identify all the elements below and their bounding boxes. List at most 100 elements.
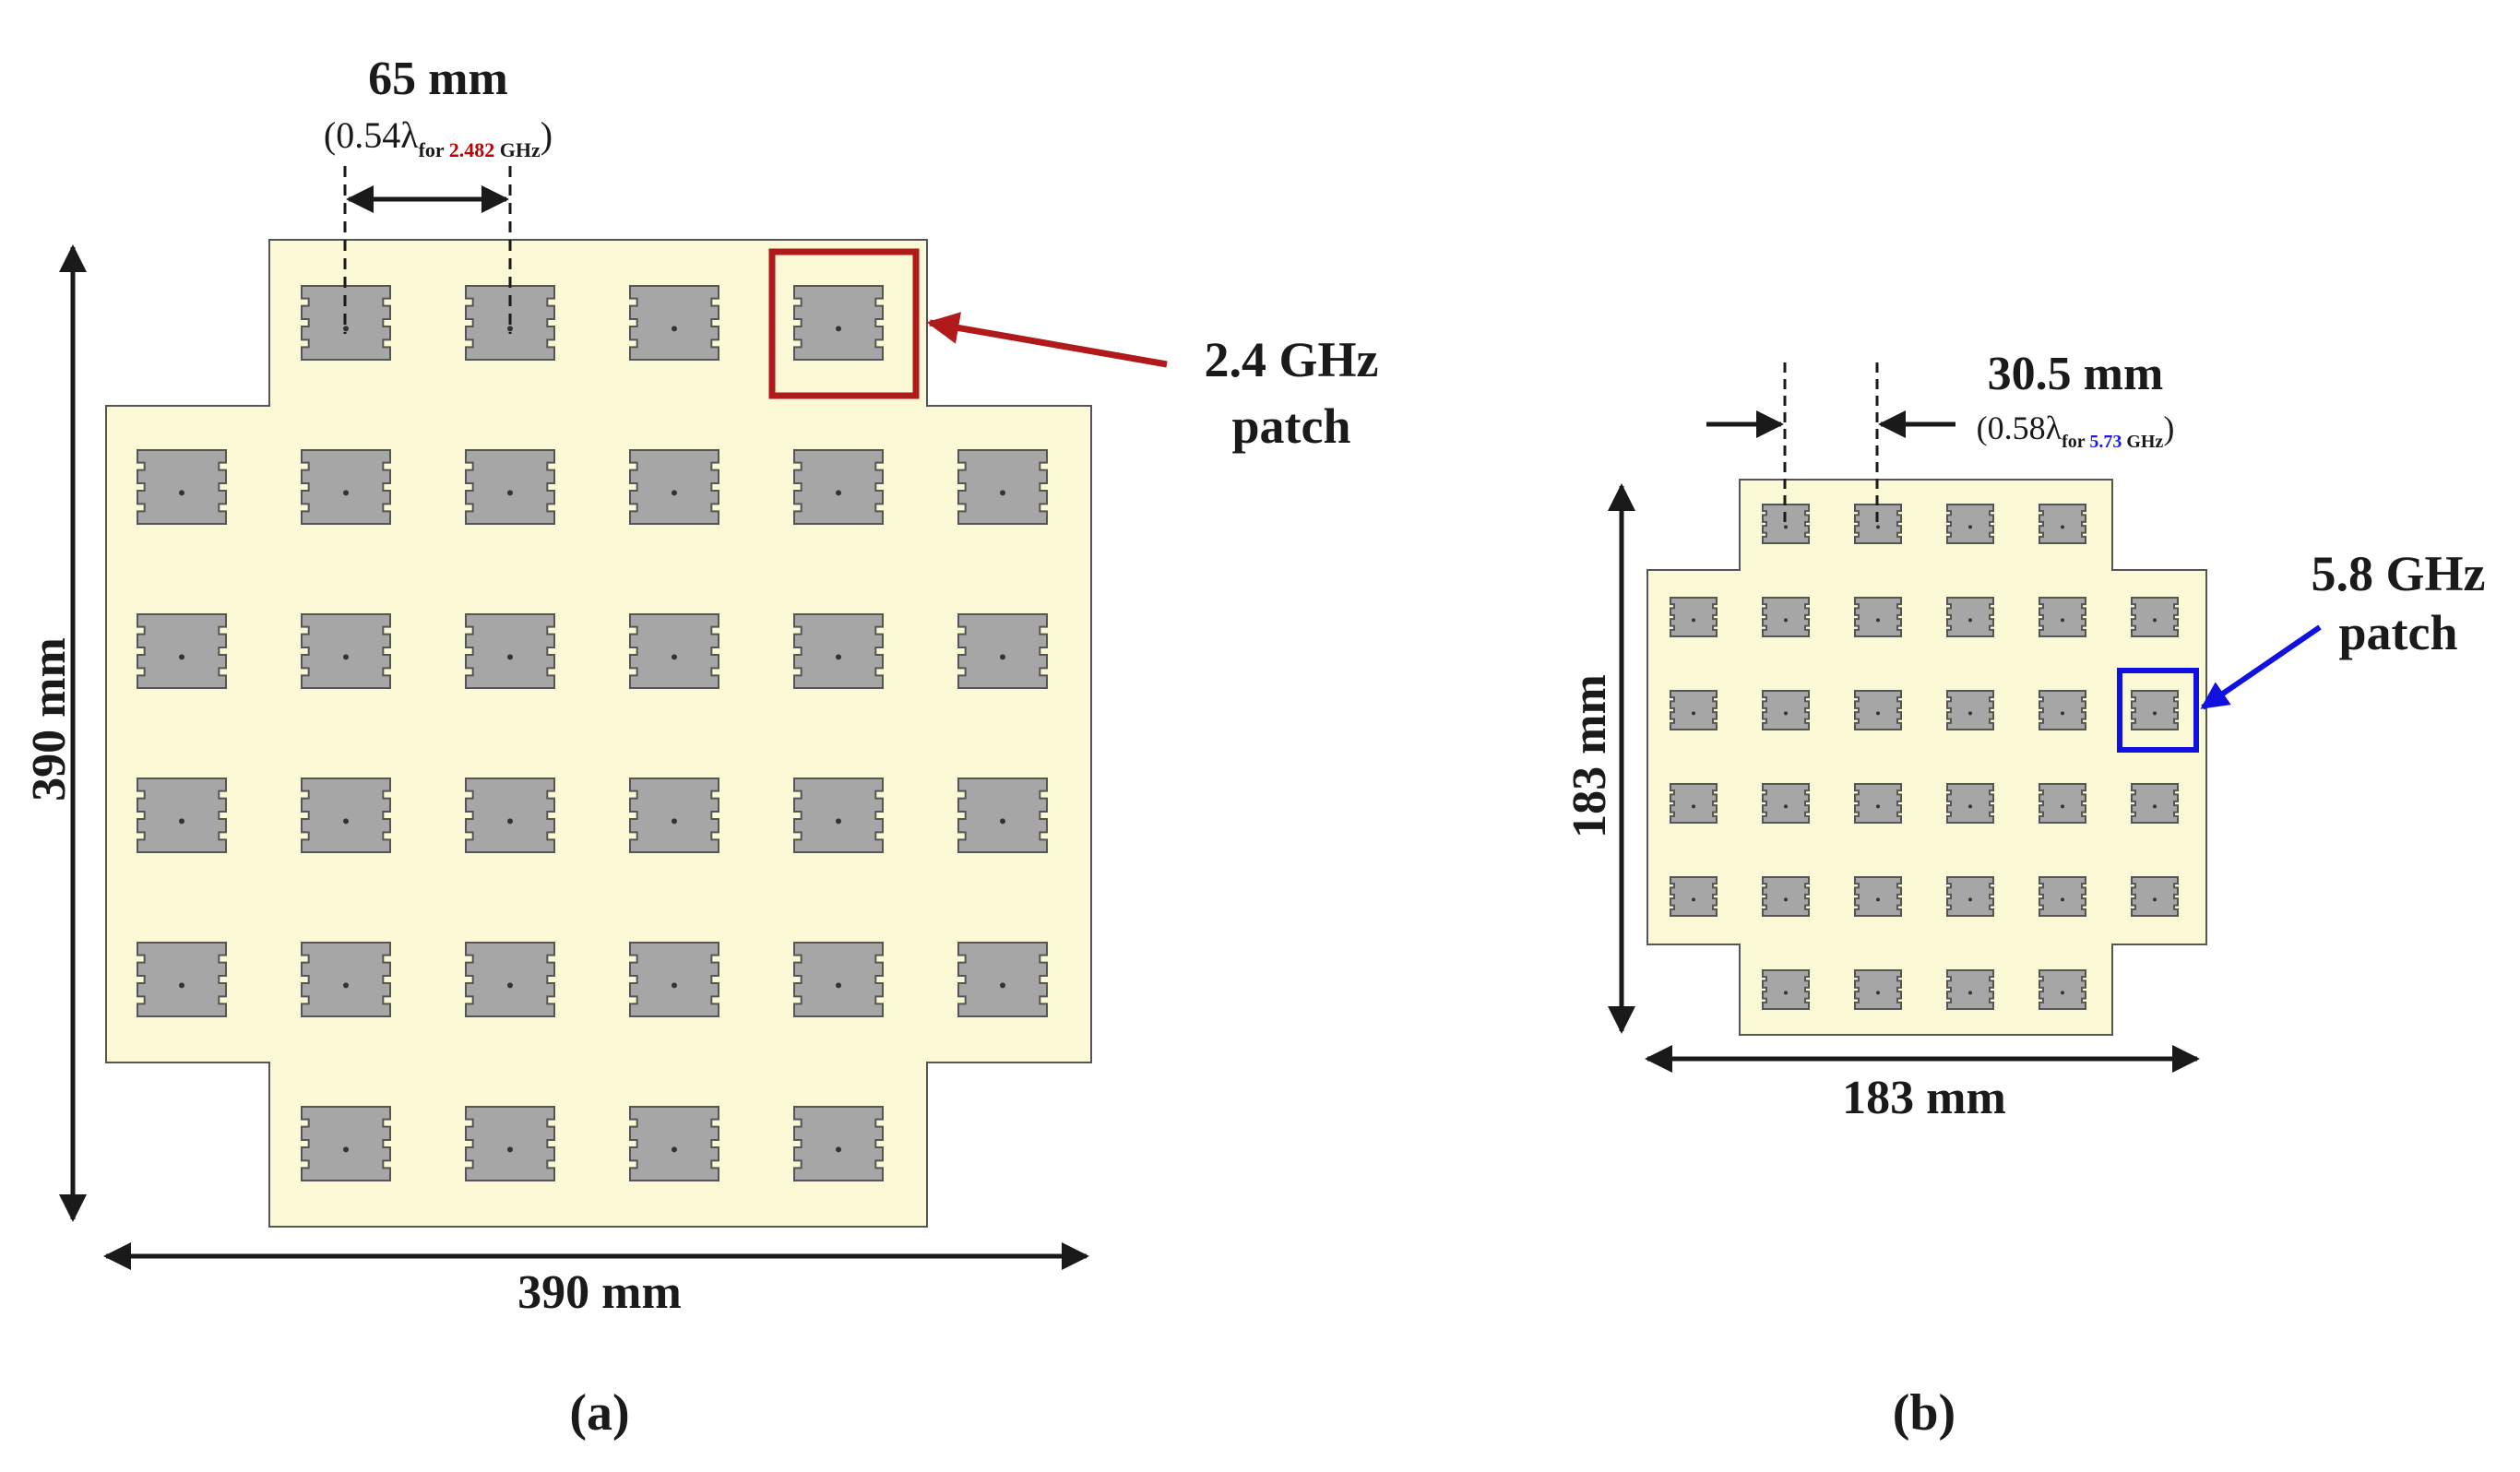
panel-a-spacing-label: 65 mm [368, 53, 508, 105]
panel-b-feed-point [1784, 711, 1788, 716]
panel-b-feed-point [2153, 711, 2157, 716]
panel-b-feed-point [1876, 525, 1880, 529]
panel-b-feed-point [1968, 711, 1972, 716]
panel-a-feed-point [836, 818, 841, 825]
panel-b-feed-point [1784, 525, 1788, 529]
panel-a-feed-point [507, 326, 513, 332]
panel-b-caption: (b) [1893, 1384, 1955, 1442]
panel-a-feed-point [507, 818, 513, 825]
panel-b-feed-point [1968, 804, 1972, 809]
panel-a-width-label: 390 mm [517, 1266, 682, 1319]
panel-a-wavelength-label: (0.54λfor 2.482 GHz) [324, 114, 553, 161]
panel-a-patch-label-line1: 2.4 GHz [1205, 332, 1379, 387]
panel-a-feed-point [179, 490, 184, 496]
panel-a-feed-point [836, 1146, 841, 1153]
panel-a-patch-r2-c1 [301, 613, 391, 689]
panel-b-feed-point [1692, 897, 1695, 902]
panel-b: 30.5 mm (0.58λfor 5.73 GHz) 183 mm 183 m… [1563, 348, 2485, 1442]
panel-b-feed-point [1968, 991, 1972, 995]
panel-a-feed-point [507, 490, 513, 496]
panel-a-patch-r3-c4 [793, 778, 884, 853]
panel-a-patch-r4-c1 [301, 942, 391, 1017]
panel-a: 65 mm (0.54λfor 2.482 GHz) 390 mm 390 mm… [23, 53, 1378, 1442]
panel-a-patch-r4-c5 [957, 942, 1048, 1017]
panel-b-feed-point [2061, 804, 2064, 809]
panel-b-feed-point [1968, 618, 1972, 623]
panel-a-patch-label-line2: patch [1231, 398, 1350, 454]
panel-a-caption: (a) [569, 1384, 629, 1442]
panel-a-feed-point [1000, 654, 1005, 660]
panel-a-patch-r1-c3 [629, 449, 719, 525]
panel-b-patch-r3-c0 [1670, 783, 1718, 824]
panel-a-feed-point [836, 490, 841, 496]
panel-b-feed-point [1876, 618, 1880, 623]
panel-a-feed-point [343, 326, 349, 332]
panel-b-patch-r5-c2 [1854, 969, 1902, 1010]
panel-b-patch-r4-c2 [1854, 876, 1902, 917]
panel-b-feed-point [1876, 711, 1880, 716]
panel-b-patch-r1-c0 [1670, 597, 1718, 637]
panel-a-patch-r3-c1 [301, 778, 391, 853]
panel-a-feed-point [179, 818, 184, 825]
panel-b-patch-r3-c2 [1854, 783, 1902, 824]
panel-b-patch-r1-c2 [1854, 597, 1902, 637]
panel-b-spacing-label: 30.5 mm [1988, 348, 2164, 400]
panel-b-patch-r4-c1 [1762, 876, 1810, 917]
panel-b-patch-r4-c3 [1946, 876, 1994, 917]
panel-b-patch-r3-c1 [1762, 783, 1810, 824]
panel-b-patch-r2-c1 [1762, 690, 1810, 730]
panel-b-patch-r2-c2 [1854, 690, 1902, 730]
panel-b-patch-r3-c4 [2039, 783, 2086, 824]
panel-a-highlight-box [768, 248, 920, 399]
panel-a-feed-point [507, 1146, 513, 1153]
panel-a-patch-r4-c4 [793, 942, 884, 1017]
panel-b-patch-r5-c4 [2039, 969, 2086, 1010]
panel-a-patch-r5-c2 [465, 1106, 555, 1181]
panel-a-feed-point [1000, 818, 1005, 825]
panel-b-feed-point [2061, 525, 2064, 529]
panel-b-patch-r3-c3 [1946, 783, 1994, 824]
panel-a-patch-r3-c3 [629, 778, 719, 853]
panel-b-patch-r4-c5 [2131, 876, 2179, 917]
panel-a-feed-point [672, 818, 677, 825]
panel-a-patch-r0-c3 [629, 285, 719, 361]
panel-b-patch-r5-c3 [1946, 969, 1994, 1010]
panel-a-patch-r1-c1 [301, 449, 391, 525]
panel-a-patch-r1-c0 [137, 449, 227, 525]
panel-b-feed-point [1876, 804, 1880, 809]
panel-b-feed-point [2153, 618, 2157, 623]
panel-a-feed-point [672, 490, 677, 496]
panel-a-feed-point [1000, 982, 1005, 989]
panel-a-feed-point [1000, 490, 1005, 496]
panel-b-feed-point [2153, 897, 2157, 902]
panel-b-substrate [1646, 479, 2207, 1036]
panel-a-feed-point [343, 1146, 349, 1153]
panel-a-feed-point [672, 654, 677, 660]
panel-a-feed-point [343, 654, 349, 660]
panel-a-feed-point [507, 982, 513, 989]
panel-a-feed-point [672, 1146, 677, 1153]
panel-a-patch-r1-c4 [793, 449, 884, 525]
panel-b-patch-r1-c3 [1946, 597, 1994, 637]
panel-b-feed-point [1692, 618, 1695, 623]
panel-b-feed-point [1784, 897, 1788, 902]
panel-a-feed-point [507, 654, 513, 660]
panel-a-patch-r1-c2 [465, 449, 555, 525]
panel-a-patch-r3-c5 [957, 778, 1048, 853]
panel-b-patch-r1-c1 [1762, 597, 1810, 637]
panel-b-patch-r2-c0 [1670, 690, 1718, 730]
panel-b-patch-label-line2: patch [2338, 605, 2457, 660]
panel-b-feed-point [2153, 804, 2157, 809]
panel-b-callout-arrow [2200, 624, 2322, 710]
panel-b-feed-point [2061, 897, 2064, 902]
panel-a-feed-point [836, 326, 841, 332]
panel-a-patch-r0-c4 [793, 285, 884, 361]
panel-b-feed-point [1876, 991, 1880, 995]
panel-a-feed-point [836, 654, 841, 660]
panel-b-height-label: 183 mm [1563, 674, 1616, 838]
panel-b-feed-point [1784, 618, 1788, 623]
panel-b-feed-point [1968, 897, 1972, 902]
panel-b-feed-point [2061, 711, 2064, 716]
panel-b-feed-point [1692, 804, 1695, 809]
panel-a-callout-arrow [926, 312, 1168, 368]
